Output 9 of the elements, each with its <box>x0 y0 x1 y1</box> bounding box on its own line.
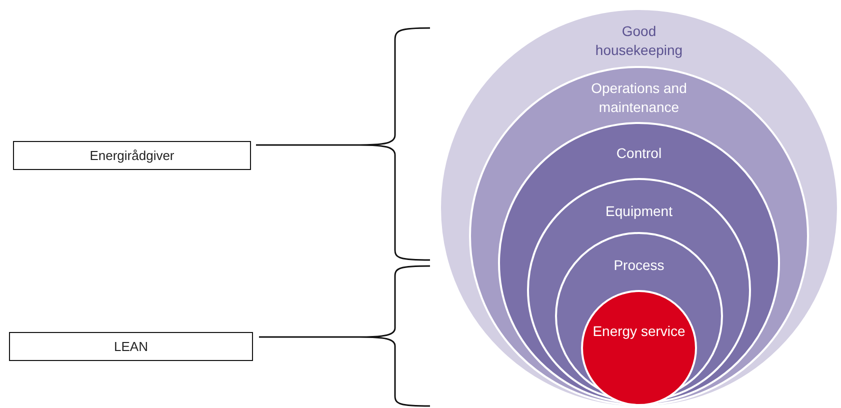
circle-layer <box>581 290 697 406</box>
layer-label: Good housekeeping <box>594 22 684 60</box>
layer-label: Operations and maintenance <box>590 79 688 117</box>
layer-label: Control <box>615 144 663 163</box>
label-box: LEAN <box>9 332 253 361</box>
layer-label: Equipment <box>604 202 674 221</box>
layer-label: Process <box>612 256 666 275</box>
label-box: Energirådgiver <box>13 141 251 170</box>
layer-label: Energy service <box>592 322 686 341</box>
